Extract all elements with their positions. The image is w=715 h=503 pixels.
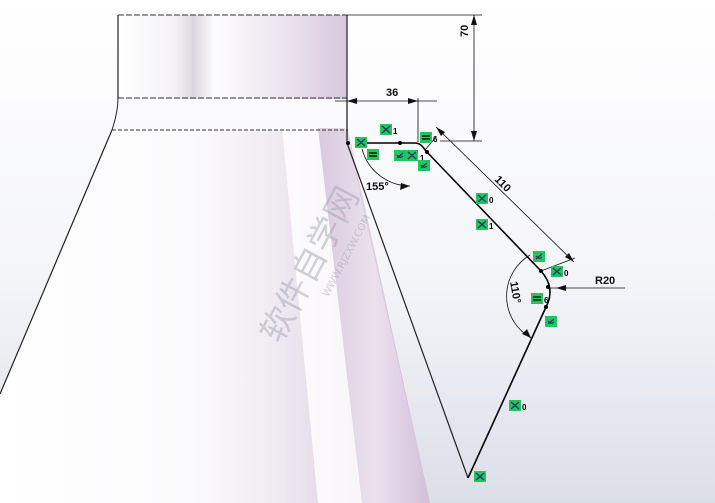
cone-highlight (282, 128, 362, 503)
dimension-70[interactable] (347, 14, 482, 142)
sketch-line-diagonal[interactable] (424, 149, 542, 272)
sketch-point[interactable] (398, 141, 402, 145)
dimension-36-value[interactable]: 36 (386, 87, 398, 99)
relation-tangent-icon[interactable] (394, 150, 406, 161)
dimension-angle-110[interactable] (506, 254, 532, 339)
relation-fix-icon[interactable] (474, 471, 486, 482)
sketch-point[interactable] (544, 305, 548, 309)
relations[interactable]: 1 6 1 0 1 (355, 124, 569, 482)
cone-right-silhouette (346, 142, 469, 479)
dimension-36[interactable] (335, 98, 437, 142)
relation-equal-icon[interactable] (531, 293, 543, 304)
sketch-line-lower[interactable] (467, 306, 547, 479)
dimension-110[interactable] (424, 126, 576, 272)
relation-label: 1 (393, 127, 398, 136)
relation-label: 0 (564, 269, 569, 278)
dimension-70-value[interactable]: 70 (459, 25, 471, 37)
relation-collinear-icon[interactable] (476, 219, 488, 230)
relation-horizontal-icon[interactable] (380, 124, 392, 135)
cone-shade-stripe (318, 128, 430, 503)
relation-collinear-icon[interactable] (476, 193, 488, 204)
dimension-angle-155[interactable] (361, 148, 411, 190)
dimension-angle-110-value[interactable]: 110° (507, 280, 523, 304)
sketch[interactable] (358, 142, 551, 479)
sketch-point[interactable] (425, 150, 429, 154)
relation-equal-icon[interactable] (367, 149, 379, 160)
sketch-corner-top[interactable] (414, 142, 426, 151)
relation-label: 6 (544, 296, 549, 305)
relation-label: 0 (489, 196, 494, 205)
relation-label: 6 (433, 135, 438, 144)
relation-label: 1 (489, 222, 494, 231)
relation-equal-icon[interactable] (420, 132, 432, 143)
relation-coincident-icon[interactable] (551, 266, 563, 277)
model-body[interactable] (0, 14, 469, 503)
relation-label: 0 (522, 403, 527, 412)
relation-fix-icon[interactable] (355, 137, 367, 148)
cylinder-surface[interactable] (118, 15, 347, 99)
relation-tangent-icon[interactable] (533, 251, 545, 262)
relation-tangent-icon[interactable] (545, 316, 557, 327)
dimension-angle-155-value[interactable]: 155° (366, 181, 389, 193)
relation-tangent-icon[interactable] (418, 160, 430, 171)
relation-coincident-icon[interactable] (509, 400, 521, 411)
cone-left-silhouette (0, 129, 113, 395)
relation-label: 1 (420, 154, 425, 163)
sketch-fillet-r20[interactable] (540, 270, 551, 308)
relation-coincident-icon[interactable] (406, 150, 418, 161)
fillet-edge (111, 97, 119, 131)
dimension-r20-value[interactable]: R20 (595, 275, 615, 287)
dimension-r20[interactable] (548, 285, 625, 291)
dimension-110-value[interactable]: 110 (492, 174, 513, 195)
